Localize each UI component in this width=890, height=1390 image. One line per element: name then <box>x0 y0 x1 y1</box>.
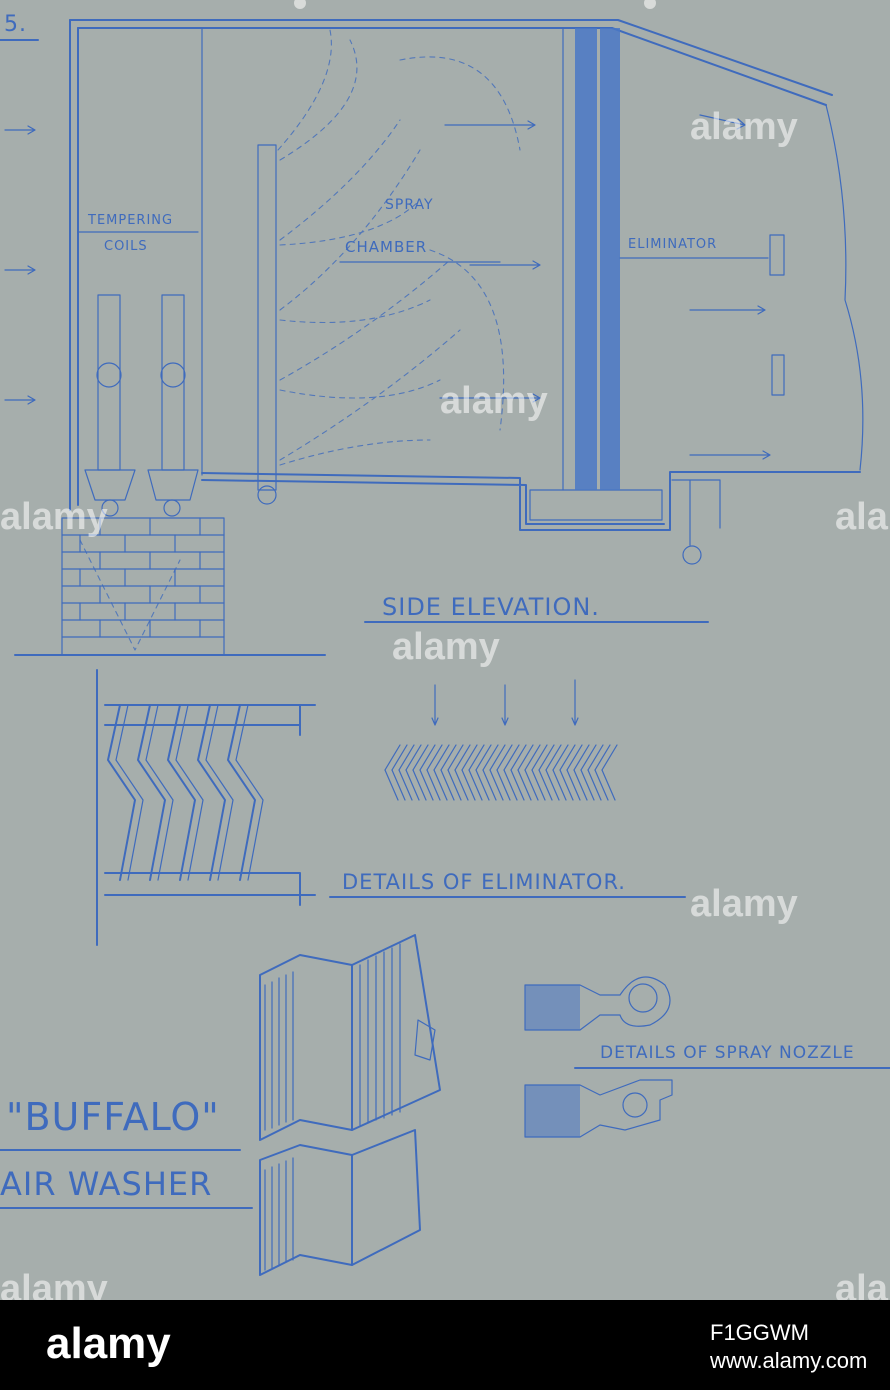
figure-number: 5. <box>4 12 27 37</box>
spray-header-pipe <box>257 144 277 491</box>
tempering-coil-1 <box>97 294 121 471</box>
binder-hole-1 <box>294 0 306 9</box>
watermark-1: alamy <box>690 106 798 148</box>
water-tank <box>529 489 663 521</box>
details-of-spray-nozzle-label: DETAILS OF SPRAY NOZZLE <box>600 1043 855 1063</box>
eliminator-label: ELIMINATOR <box>628 237 718 252</box>
blueprint-drawing <box>0 0 890 1276</box>
drain-pump <box>682 545 702 565</box>
inlet-arrow-3 <box>4 395 36 405</box>
eliminator-plate-2 <box>600 28 620 490</box>
brick-foundation <box>61 517 225 656</box>
binder-hole-2 <box>644 0 656 9</box>
tempering-coils-label-1: TEMPERING <box>88 213 174 228</box>
title-air-washer: AIR WASHER <box>0 1165 213 1203</box>
spray-nozzle-detail-bottom <box>524 1079 673 1138</box>
watermark-2: alamy <box>440 380 548 422</box>
spray-nozzle-detail-top <box>524 976 671 1031</box>
spray-pattern <box>277 29 521 466</box>
eliminator-plate-1 <box>575 28 597 490</box>
drain-pipe <box>671 479 721 546</box>
chamber-arrow-1 <box>444 120 536 130</box>
eliminator-plan-detail <box>384 679 618 801</box>
details-of-eliminator-label: DETAILS OF ELIMINATOR. <box>342 870 626 894</box>
coil-trap-2 <box>163 499 181 517</box>
coil-valve-2 <box>160 362 186 388</box>
watermark-6: alamy <box>690 883 798 925</box>
chamber-arrow-2 <box>469 260 541 270</box>
coil-headers <box>84 469 199 501</box>
side-elevation-label: SIDE ELEVATION. <box>382 593 600 621</box>
coil-trap-1 <box>101 499 119 517</box>
watermark-8: alamy <box>835 1268 890 1300</box>
housing-top-wall <box>69 19 833 106</box>
spray-header-base <box>257 485 277 505</box>
housing-floor <box>201 471 861 531</box>
watermark-3: alamy <box>0 496 108 538</box>
housing-break-line <box>825 104 864 471</box>
coil-valve-1 <box>96 362 122 388</box>
eliminator-plate-view-top <box>259 934 441 1141</box>
watermark-7: alamy <box>0 1268 108 1300</box>
title-buffalo: "BUFFALO" <box>6 1095 220 1139</box>
eliminator-detail-section <box>96 669 316 946</box>
spray-chamber-label-2: CHAMBER <box>345 238 428 256</box>
footer-bar: alamy F1GGWM www.alamy.com <box>0 1300 890 1390</box>
outlet-arrow-2 <box>689 305 766 315</box>
tempering-coil-2 <box>161 294 185 471</box>
inlet-arrow-1 <box>4 125 36 135</box>
spray-chamber-label-1: SPRAY <box>385 197 434 213</box>
inlet-arrow-2 <box>4 265 36 275</box>
housing-left-wall <box>69 19 79 511</box>
footer-image-id: F1GGWM <box>710 1320 809 1345</box>
outlet-arrow-3 <box>689 450 771 460</box>
outlet-arrow-1 <box>699 114 746 130</box>
watermark-4: alamy <box>835 496 890 538</box>
tempering-coils-label-2: COILS <box>104 239 148 254</box>
eliminator-plate-view-bottom <box>259 1129 421 1276</box>
outlet-louver-1 <box>769 234 785 276</box>
footer-logo: alamy <box>46 1319 171 1368</box>
blueprint-sheet: 5. TEMPERING COILS SPRAY CHAMBER ELIMINA… <box>0 0 890 1300</box>
chamber-arrow-3 <box>439 393 541 403</box>
outlet-louver-2 <box>771 354 785 396</box>
watermark-5: alamy <box>392 626 500 668</box>
footer-site: www.alamy.com <box>710 1348 868 1373</box>
